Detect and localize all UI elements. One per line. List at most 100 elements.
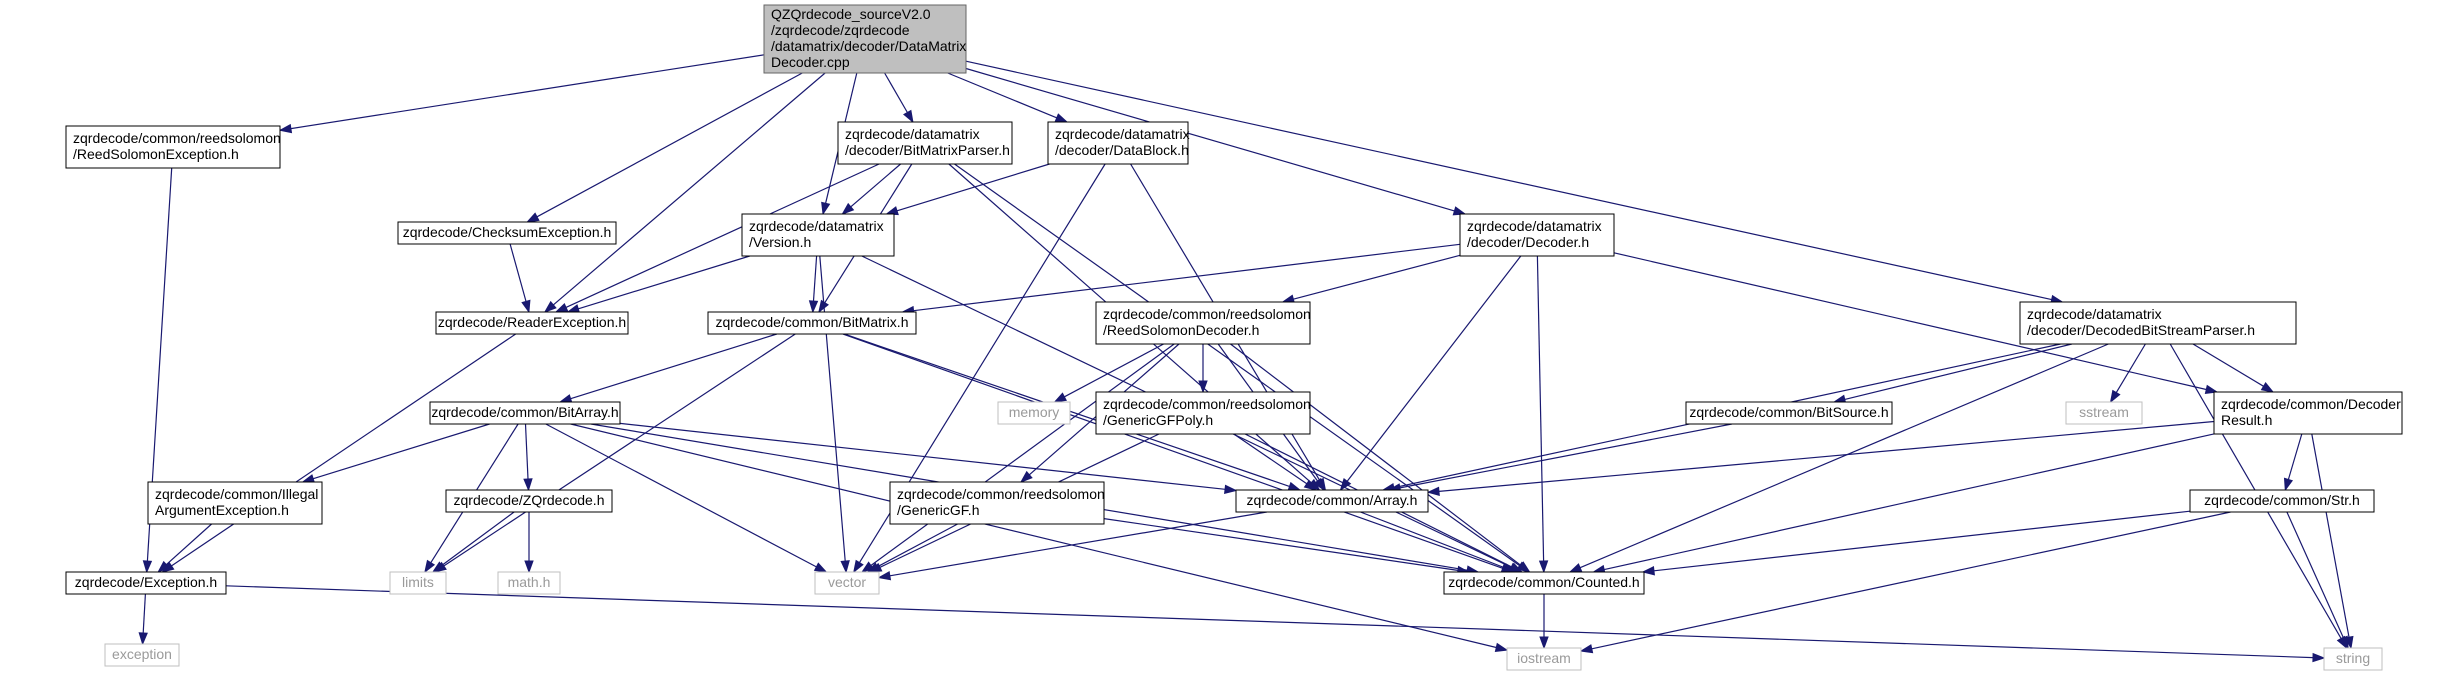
- edge-line: [889, 511, 1268, 577]
- node-label-line: iostream: [1517, 650, 1571, 666]
- edge-line: [171, 333, 517, 567]
- node-illarg[interactable]: zqrdecode/common/IllegalArgumentExceptio…: [147, 481, 323, 525]
- node-label-line: zqrdecode/common/Illegal: [155, 486, 318, 502]
- node-label-line: zqrdecode/common/BitMatrix.h: [716, 314, 909, 330]
- node-label-line: zqrdecode/common/Decoder: [2221, 396, 2401, 412]
- node-mathh: math.h: [497, 571, 561, 595]
- node-string: string: [2323, 647, 2383, 671]
- edge-arrowhead: [2204, 384, 2219, 394]
- node-exc[interactable]: zqrdecode/Exception.h: [65, 571, 227, 595]
- node-iostream: iostream: [1506, 647, 1582, 671]
- node-label-line: zqrdecode/common/reedsolomon: [897, 486, 1105, 502]
- edge-zqr-to-limits: [431, 511, 515, 573]
- edge-line: [2115, 343, 2146, 393]
- edge-arrowhead: [813, 562, 828, 573]
- edge-line: [443, 333, 796, 567]
- node-label-line: string: [2336, 650, 2370, 666]
- node-dblock[interactable]: zqrdecode/datamatrix/decoder/DataBlock.h: [1047, 121, 1190, 165]
- edge-dbsp-to-counted: [1568, 343, 2109, 573]
- edge-bmp-to-ver: [841, 163, 901, 215]
- edge-arrowhead: [885, 206, 899, 216]
- edges-layer: [138, 54, 2354, 663]
- node-label-line: Decoder.cpp: [771, 54, 850, 70]
- node-label-line: /GenericGFPoly.h: [1103, 412, 1213, 428]
- edge-line: [1233, 433, 1308, 485]
- edge-arrowhead: [1054, 113, 1069, 123]
- edge-line: [896, 163, 1050, 212]
- node-vector: vector: [814, 571, 880, 595]
- node-label-line: sstream: [2079, 404, 2129, 420]
- edge-line: [850, 163, 901, 208]
- edge-arrowhead: [1019, 470, 1033, 483]
- node-box: [435, 311, 629, 335]
- edge-arrowhead: [841, 202, 855, 215]
- node-box: [1047, 121, 1189, 165]
- edge-line: [619, 422, 1226, 490]
- edge-arrowhead: [1494, 642, 1509, 652]
- node-label-line: /ReedSolomonException.h: [73, 146, 239, 162]
- node-dec[interactable]: zqrdecode/datamatrix/decoder/Decoder.h: [1459, 213, 1615, 257]
- edge-arrowhead: [877, 571, 892, 581]
- edge-arrowhead: [866, 562, 880, 573]
- node-rsdec[interactable]: zqrdecode/common/reedsolomon/ReedSolomon…: [1095, 301, 1311, 345]
- edge-root-to-chk: [526, 72, 803, 223]
- node-str[interactable]: zqrdecode/common/Str.h: [2189, 489, 2375, 513]
- node-box: [2065, 401, 2143, 425]
- node-box: [1095, 301, 1311, 345]
- edge-str-to-string: [2286, 511, 2349, 650]
- node-array[interactable]: zqrdecode/common/Array.h: [1235, 489, 1429, 513]
- edge-bita-to-zqr: [523, 423, 533, 492]
- edge-arrowhead: [2339, 635, 2349, 650]
- edge-arrowhead: [1538, 560, 1549, 574]
- node-box: [497, 571, 561, 595]
- node-dbsp[interactable]: zqrdecode/datamatrix/decoder/DecodedBitS…: [2019, 301, 2297, 345]
- edge-line: [947, 72, 1057, 119]
- edge-line: [441, 511, 515, 566]
- edge-dblock-to-ver: [885, 163, 1050, 216]
- edge-arrowhead: [1313, 477, 1325, 492]
- edge-chk-to-rexc: [509, 243, 531, 314]
- edge-line: [1064, 343, 1164, 398]
- edge-exc-to-exception: [138, 593, 148, 646]
- edge-arrowhead: [1287, 481, 1302, 491]
- node-rsexc[interactable]: zqrdecode/common/reedsolomon/ReedSolomon…: [65, 125, 281, 169]
- edge-ver-to-vector: [819, 255, 850, 574]
- node-label-line: zqrdecode/common/reedsolomon: [1103, 396, 1311, 412]
- node-label-line: zqrdecode/common/BitSource.h: [1689, 404, 1888, 420]
- node-bita[interactable]: zqrdecode/common/BitArray.h: [429, 401, 621, 425]
- node-bmp[interactable]: zqrdecode/datamatrix/decoder/BitMatrixPa…: [837, 121, 1013, 165]
- node-label-line: /decoder/BitMatrixParser.h: [845, 142, 1010, 158]
- edge-arrowhead: [1579, 644, 1594, 654]
- edge-decres-to-string: [2311, 433, 2354, 650]
- edge-line: [524, 423, 529, 480]
- edge-arrowhead: [431, 561, 445, 573]
- node-label-line: zqrdecode/datamatrix: [749, 218, 884, 234]
- node-rexc[interactable]: zqrdecode/ReaderException.h: [435, 311, 629, 335]
- node-chk[interactable]: zqrdecode/ChecksumException.h: [397, 221, 617, 245]
- edge-line: [1360, 511, 1506, 569]
- edge-rsdec-to-counted: [1230, 343, 1531, 573]
- node-zqr[interactable]: zqrdecode/ZQrdecode.h: [445, 489, 613, 513]
- node-label-line: QZQrdecode_sourceV2.0: [771, 6, 931, 22]
- node-label-line: zqrdecode/datamatrix: [845, 126, 980, 142]
- edge-bitm-to-limits: [433, 333, 796, 573]
- node-bitm[interactable]: zqrdecode/common/BitMatrix.h: [707, 311, 917, 335]
- node-counted[interactable]: zqrdecode/common/Counted.h: [1443, 571, 1645, 595]
- edge-arrowhead: [1303, 479, 1318, 491]
- node-ver[interactable]: zqrdecode/datamatrix/Version.h: [741, 213, 895, 257]
- node-gengf[interactable]: zqrdecode/common/reedsolomon/GenericGF.h: [889, 481, 1105, 525]
- edge-illarg-to-exc: [157, 523, 213, 573]
- node-label-line: /decoder/DataBlock.h: [1055, 142, 1189, 158]
- edge-line: [1536, 255, 1545, 562]
- edge-line: [1653, 510, 2191, 572]
- edge-line: [1103, 518, 1458, 571]
- edge-root-to-bmp: [884, 72, 914, 124]
- node-label-line: zqrdecode/ChecksumException.h: [403, 224, 612, 240]
- edge-arrowhead: [2260, 382, 2275, 393]
- edge-line: [965, 60, 2052, 301]
- node-bsrc[interactable]: zqrdecode/common/BitSource.h: [1685, 401, 1893, 425]
- node-gfpoly[interactable]: zqrdecode/common/reedsolomon/GenericGFPo…: [1095, 391, 1311, 435]
- edge-line: [290, 54, 765, 130]
